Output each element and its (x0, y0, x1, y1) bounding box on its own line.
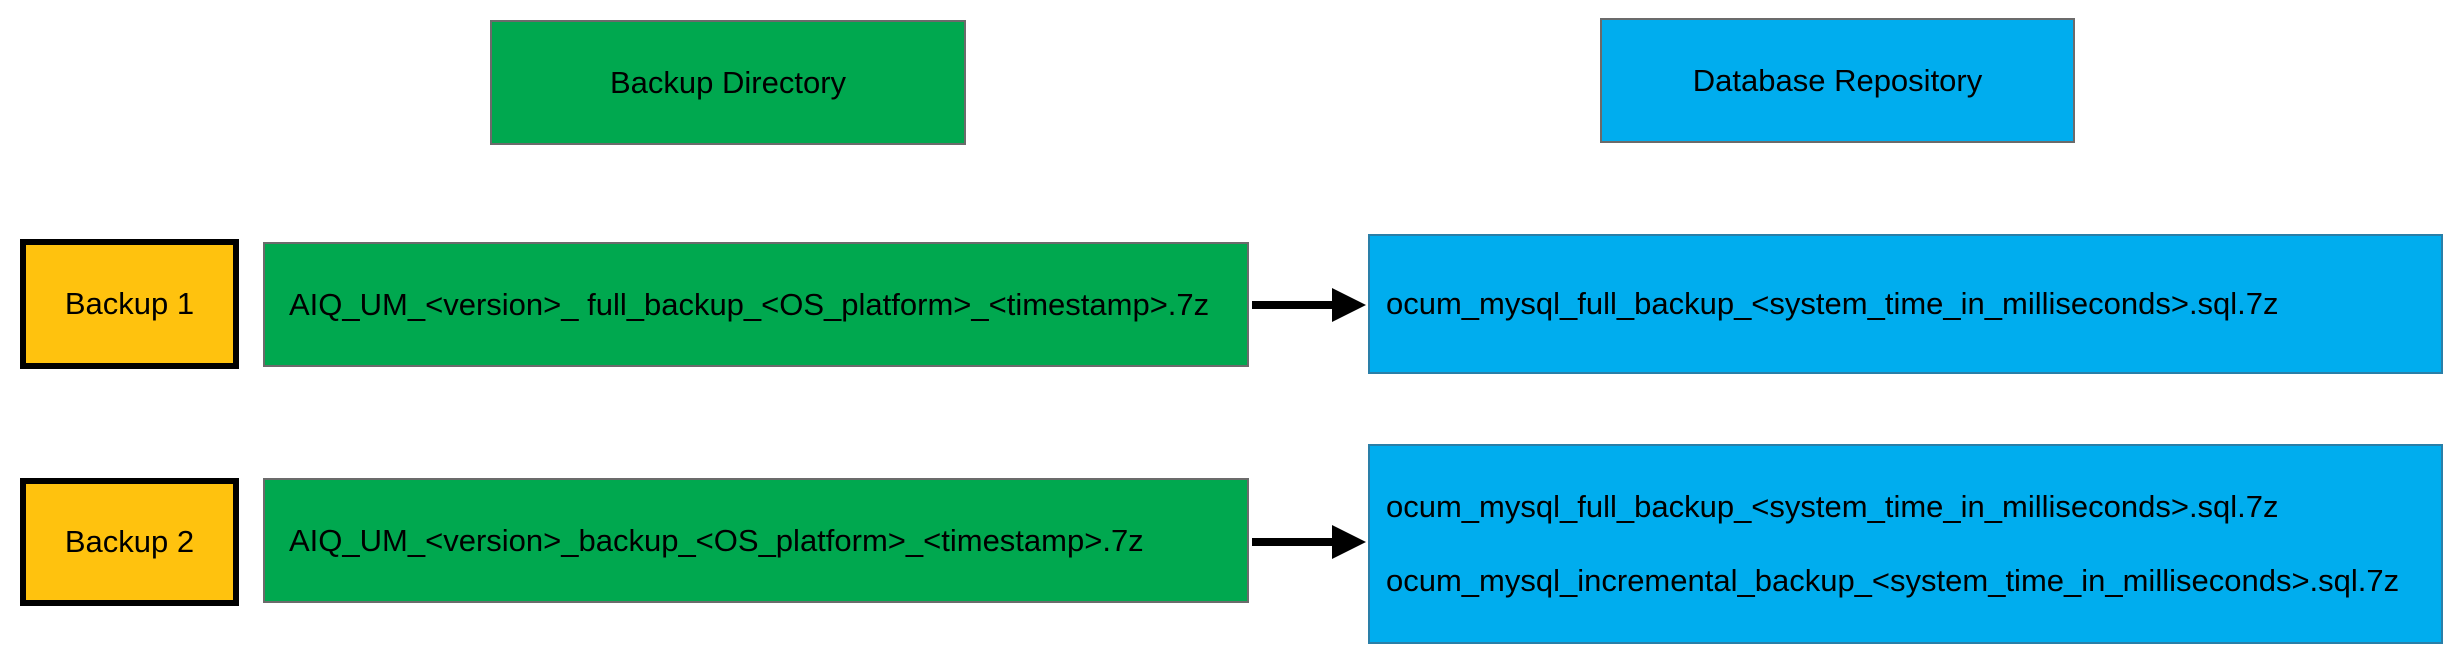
backup-directory-file-2: AIQ_UM_<version>_backup_<OS_platform>_<t… (263, 478, 1249, 603)
backup-tag-1-label: Backup 1 (64, 286, 195, 322)
database-repository-files-2: ocum_mysql_full_backup_<system_time_in_m… (1368, 444, 2443, 644)
database-repository-files-1: ocum_mysql_full_backup_<system_time_in_m… (1368, 234, 2443, 374)
database-repository-file-2-line-1: ocum_mysql_full_backup_<system_time_in_m… (1386, 489, 2279, 525)
column-header-database-repository: Database Repository (1600, 18, 2075, 143)
backup-tag-2: Backup 2 (20, 478, 239, 606)
backup-directory-file-2-label: AIQ_UM_<version>_backup_<OS_platform>_<t… (289, 522, 1144, 558)
backup-tag-2-label: Backup 2 (64, 524, 195, 560)
column-header-backup-directory: Backup Directory (490, 20, 966, 145)
column-header-database-repository-label: Database Repository (1692, 62, 1983, 98)
database-repository-file-1-line-1: ocum_mysql_full_backup_<system_time_in_m… (1386, 286, 2279, 322)
backup-tag-1: Backup 1 (20, 239, 239, 369)
backup-directory-file-1: AIQ_UM_<version>_ full_backup_<OS_platfo… (263, 242, 1249, 367)
column-header-backup-directory-label: Backup Directory (609, 64, 847, 100)
database-repository-file-2-line-2: ocum_mysql_incremental_backup_<system_ti… (1386, 563, 2400, 598)
backup-directory-file-1-label: AIQ_UM_<version>_ full_backup_<OS_platfo… (289, 286, 1210, 322)
